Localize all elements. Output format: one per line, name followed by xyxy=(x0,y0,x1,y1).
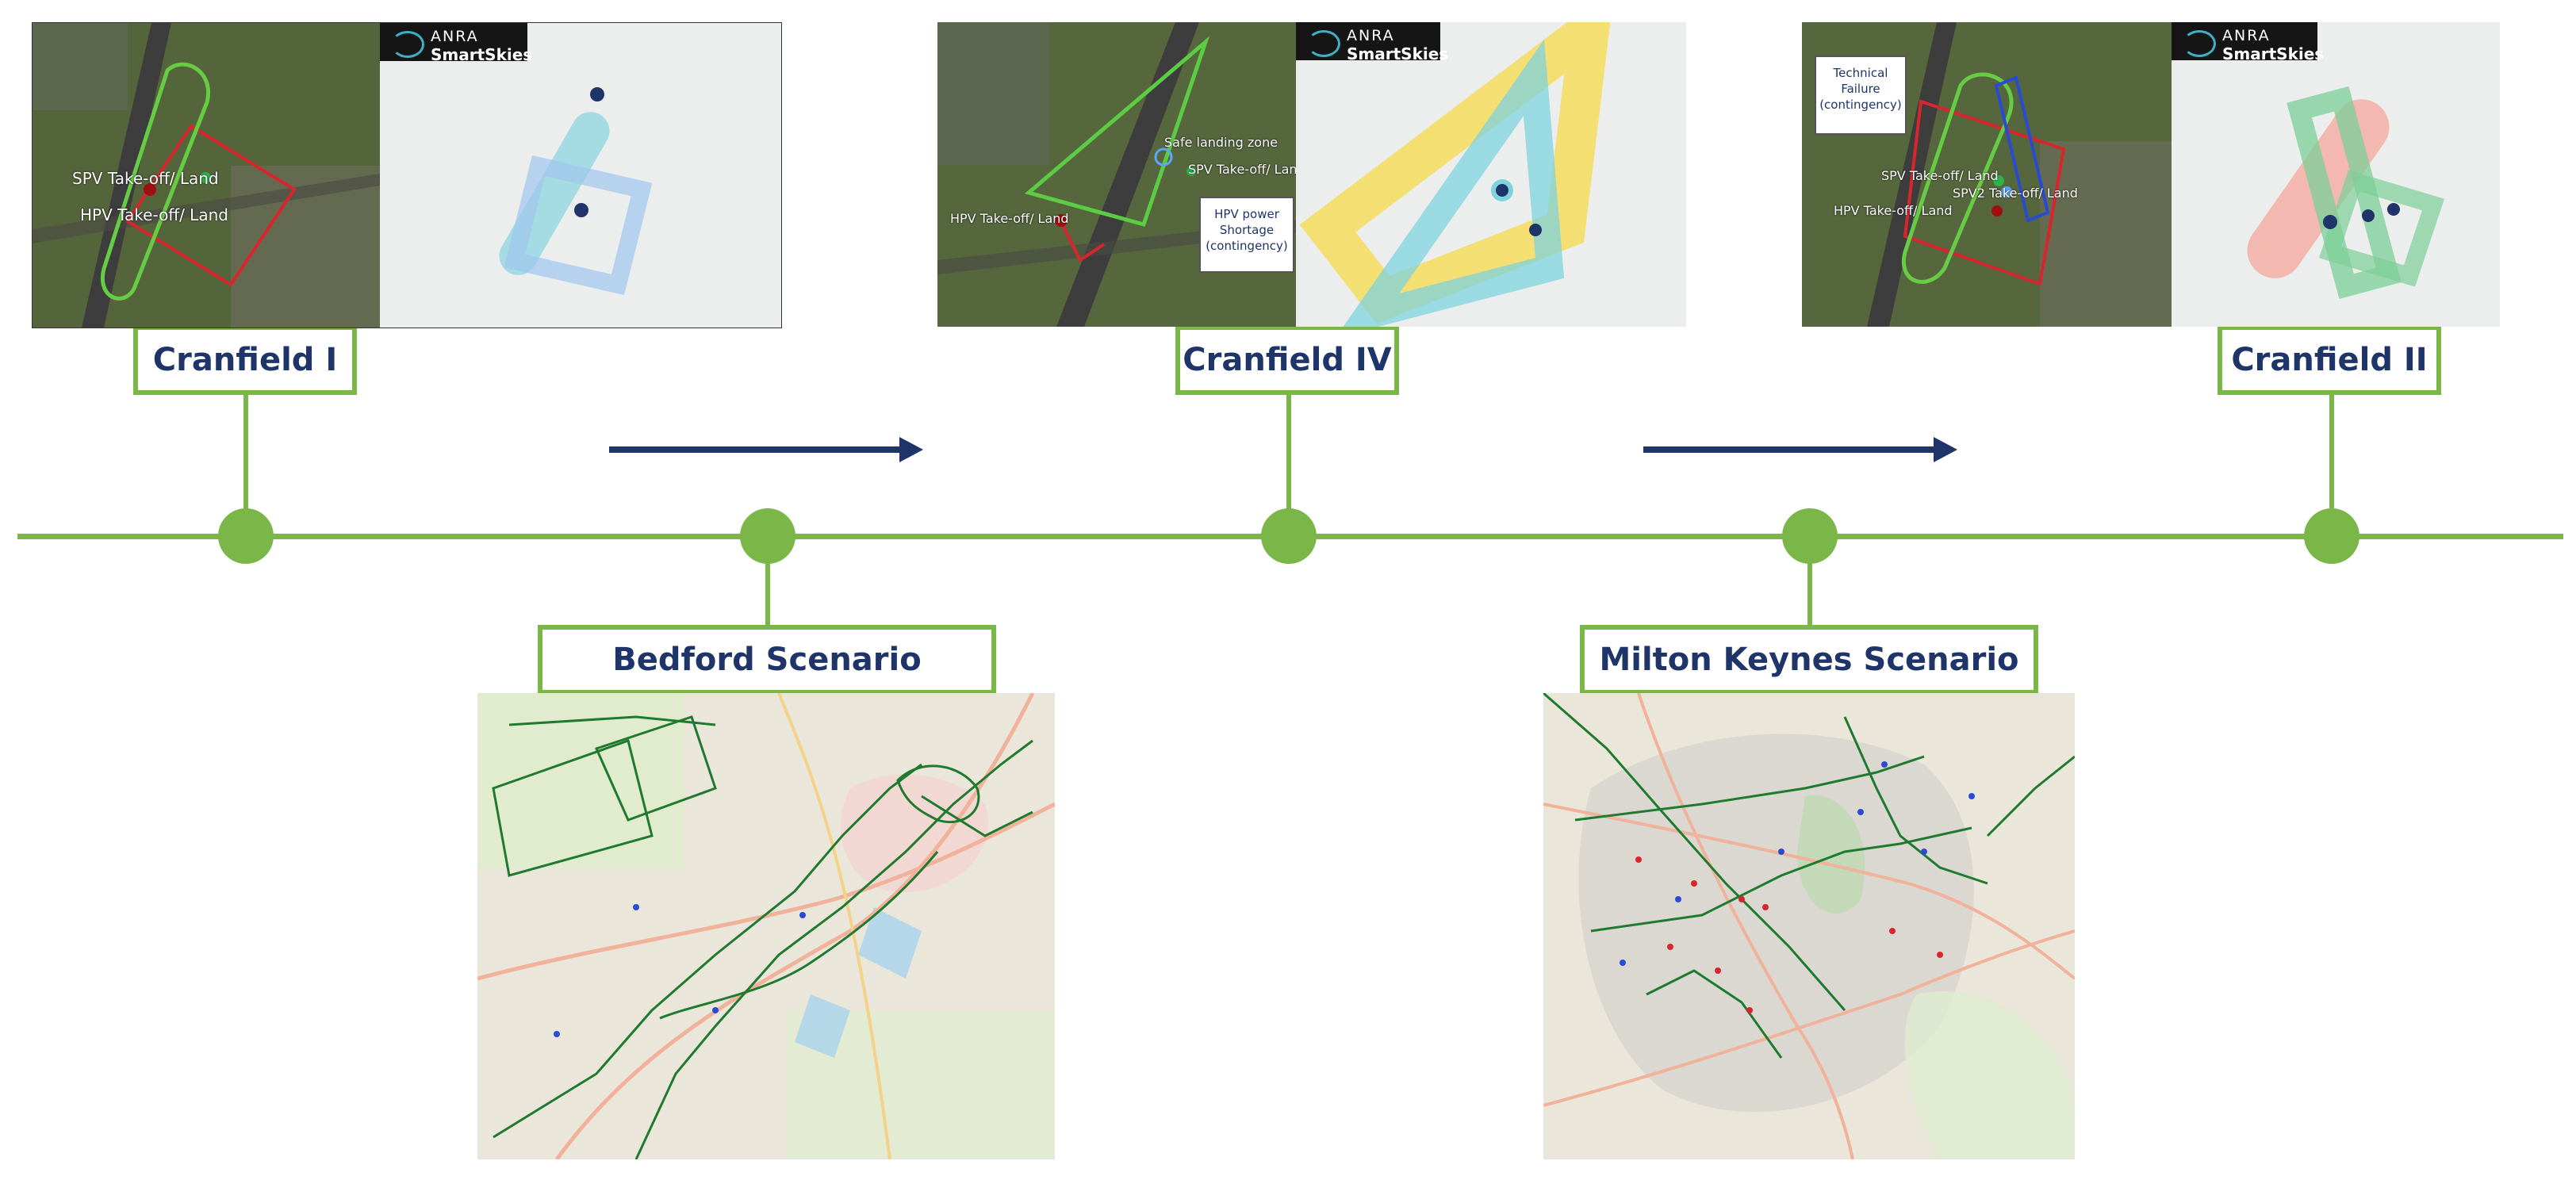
contingency-callout: Technical Failure (contingency) xyxy=(1815,56,1907,135)
connector-cranfield-4 xyxy=(1286,390,1291,533)
drone-icon xyxy=(2323,215,2337,229)
milton-keynes-map xyxy=(1543,693,2075,1159)
pin-icon xyxy=(799,912,806,918)
drone-icon xyxy=(2362,209,2375,222)
pin-icon xyxy=(554,1031,560,1037)
hpv-label: HPV Take-off/ Land xyxy=(950,211,1069,226)
timeline-node-cranfield-1 xyxy=(218,508,274,564)
cranfield-4-screenshot: Safe landing zone SPV Take-off/ Land HPV… xyxy=(937,22,1686,327)
bedford-map xyxy=(477,693,1055,1159)
pin-icon xyxy=(1991,205,2003,216)
pin-icon xyxy=(633,904,639,910)
drone-icon xyxy=(574,203,588,217)
pin-icon xyxy=(712,1007,719,1013)
utm-map-view: ANRA SmartSkies xyxy=(1296,22,1686,327)
spv-label: SPV Take-off/ Land xyxy=(1188,162,1305,177)
utm-map-view: ANRA SmartSkies xyxy=(2172,22,2500,327)
milestone-label-cranfield-1: Cranfield I xyxy=(133,325,357,395)
utm-map-view: ANRA SmartSkies xyxy=(380,23,781,328)
bedford-route-overlay xyxy=(477,693,1055,1159)
anra-logo: ANRA SmartSkies xyxy=(1296,22,1448,63)
hpv-label: HPV Take-off/ Land xyxy=(80,205,228,224)
pin-icon xyxy=(2001,186,2012,197)
timeline-node-milton-keynes xyxy=(1782,508,1838,564)
drone-icon xyxy=(1529,224,1542,236)
utm-overlay xyxy=(499,87,653,296)
spv-label: SPV Take-off/ Land xyxy=(72,169,219,188)
satellite-view: SPV Take-off/ Land SPV2 Take-off/ Land H… xyxy=(1802,22,2172,327)
pin-icon xyxy=(144,183,156,196)
pin-icon xyxy=(1993,175,2004,186)
satellite-view: SPV Take-off/ Land HPV Take-off/ Land xyxy=(33,23,380,328)
cranfield-1-screenshot: SPV Take-off/ Land HPV Take-off/ Land AN… xyxy=(32,22,782,328)
utm-overlay xyxy=(1299,22,1611,327)
satellite-view: Safe landing zone SPV Take-off/ Land HPV… xyxy=(937,22,1305,327)
hpv-label: HPV Take-off/ Land xyxy=(1834,203,1953,218)
timeline-node-cranfield-2 xyxy=(2304,508,2359,564)
safe-landing-label: Safe landing zone xyxy=(1164,135,1278,150)
timeline-node-cranfield-4 xyxy=(1261,508,1317,564)
connector-bedford xyxy=(765,539,770,628)
cranfield-2-screenshot: SPV Take-off/ Land SPV2 Take-off/ Land H… xyxy=(1802,22,2500,327)
drone-icon xyxy=(590,87,604,102)
pin-icon xyxy=(200,172,211,183)
connector-cranfield-2 xyxy=(2329,390,2334,533)
anra-logo: ANRA SmartSkies xyxy=(2172,22,2324,63)
drone-icon xyxy=(1496,184,1508,197)
utm-overlay xyxy=(2247,86,2445,299)
arrow-right-icon xyxy=(609,437,923,462)
connector-cranfield-1 xyxy=(243,390,248,533)
milestone-label-cranfield-4: Cranfield IV xyxy=(1175,325,1399,395)
pin-icon xyxy=(1055,214,1068,227)
spv2-label: SPV2 Take-off/ Land xyxy=(1953,186,2078,201)
timeline-node-bedford xyxy=(740,508,795,564)
anra-logo: ANRA SmartSkies xyxy=(380,23,532,64)
spv-label: SPV Take-off/ Land xyxy=(1881,168,1999,183)
contingency-callout: HPV power Shortage (contingency) xyxy=(1199,197,1294,273)
milton-keynes-route-overlay xyxy=(1543,693,2075,1159)
milestone-label-bedford: Bedford Scenario xyxy=(538,625,996,695)
drone-icon xyxy=(2387,203,2400,216)
milestone-label-milton-keynes: Milton Keynes Scenario xyxy=(1580,625,2038,695)
connector-milton-keynes xyxy=(1807,539,1812,628)
arrow-right-icon xyxy=(1643,437,1957,462)
satellite-overlay xyxy=(33,23,380,328)
route-waypoints xyxy=(1620,761,1975,1013)
pin-icon xyxy=(1186,167,1196,176)
milestone-label-cranfield-2: Cranfield II xyxy=(2218,325,2441,395)
